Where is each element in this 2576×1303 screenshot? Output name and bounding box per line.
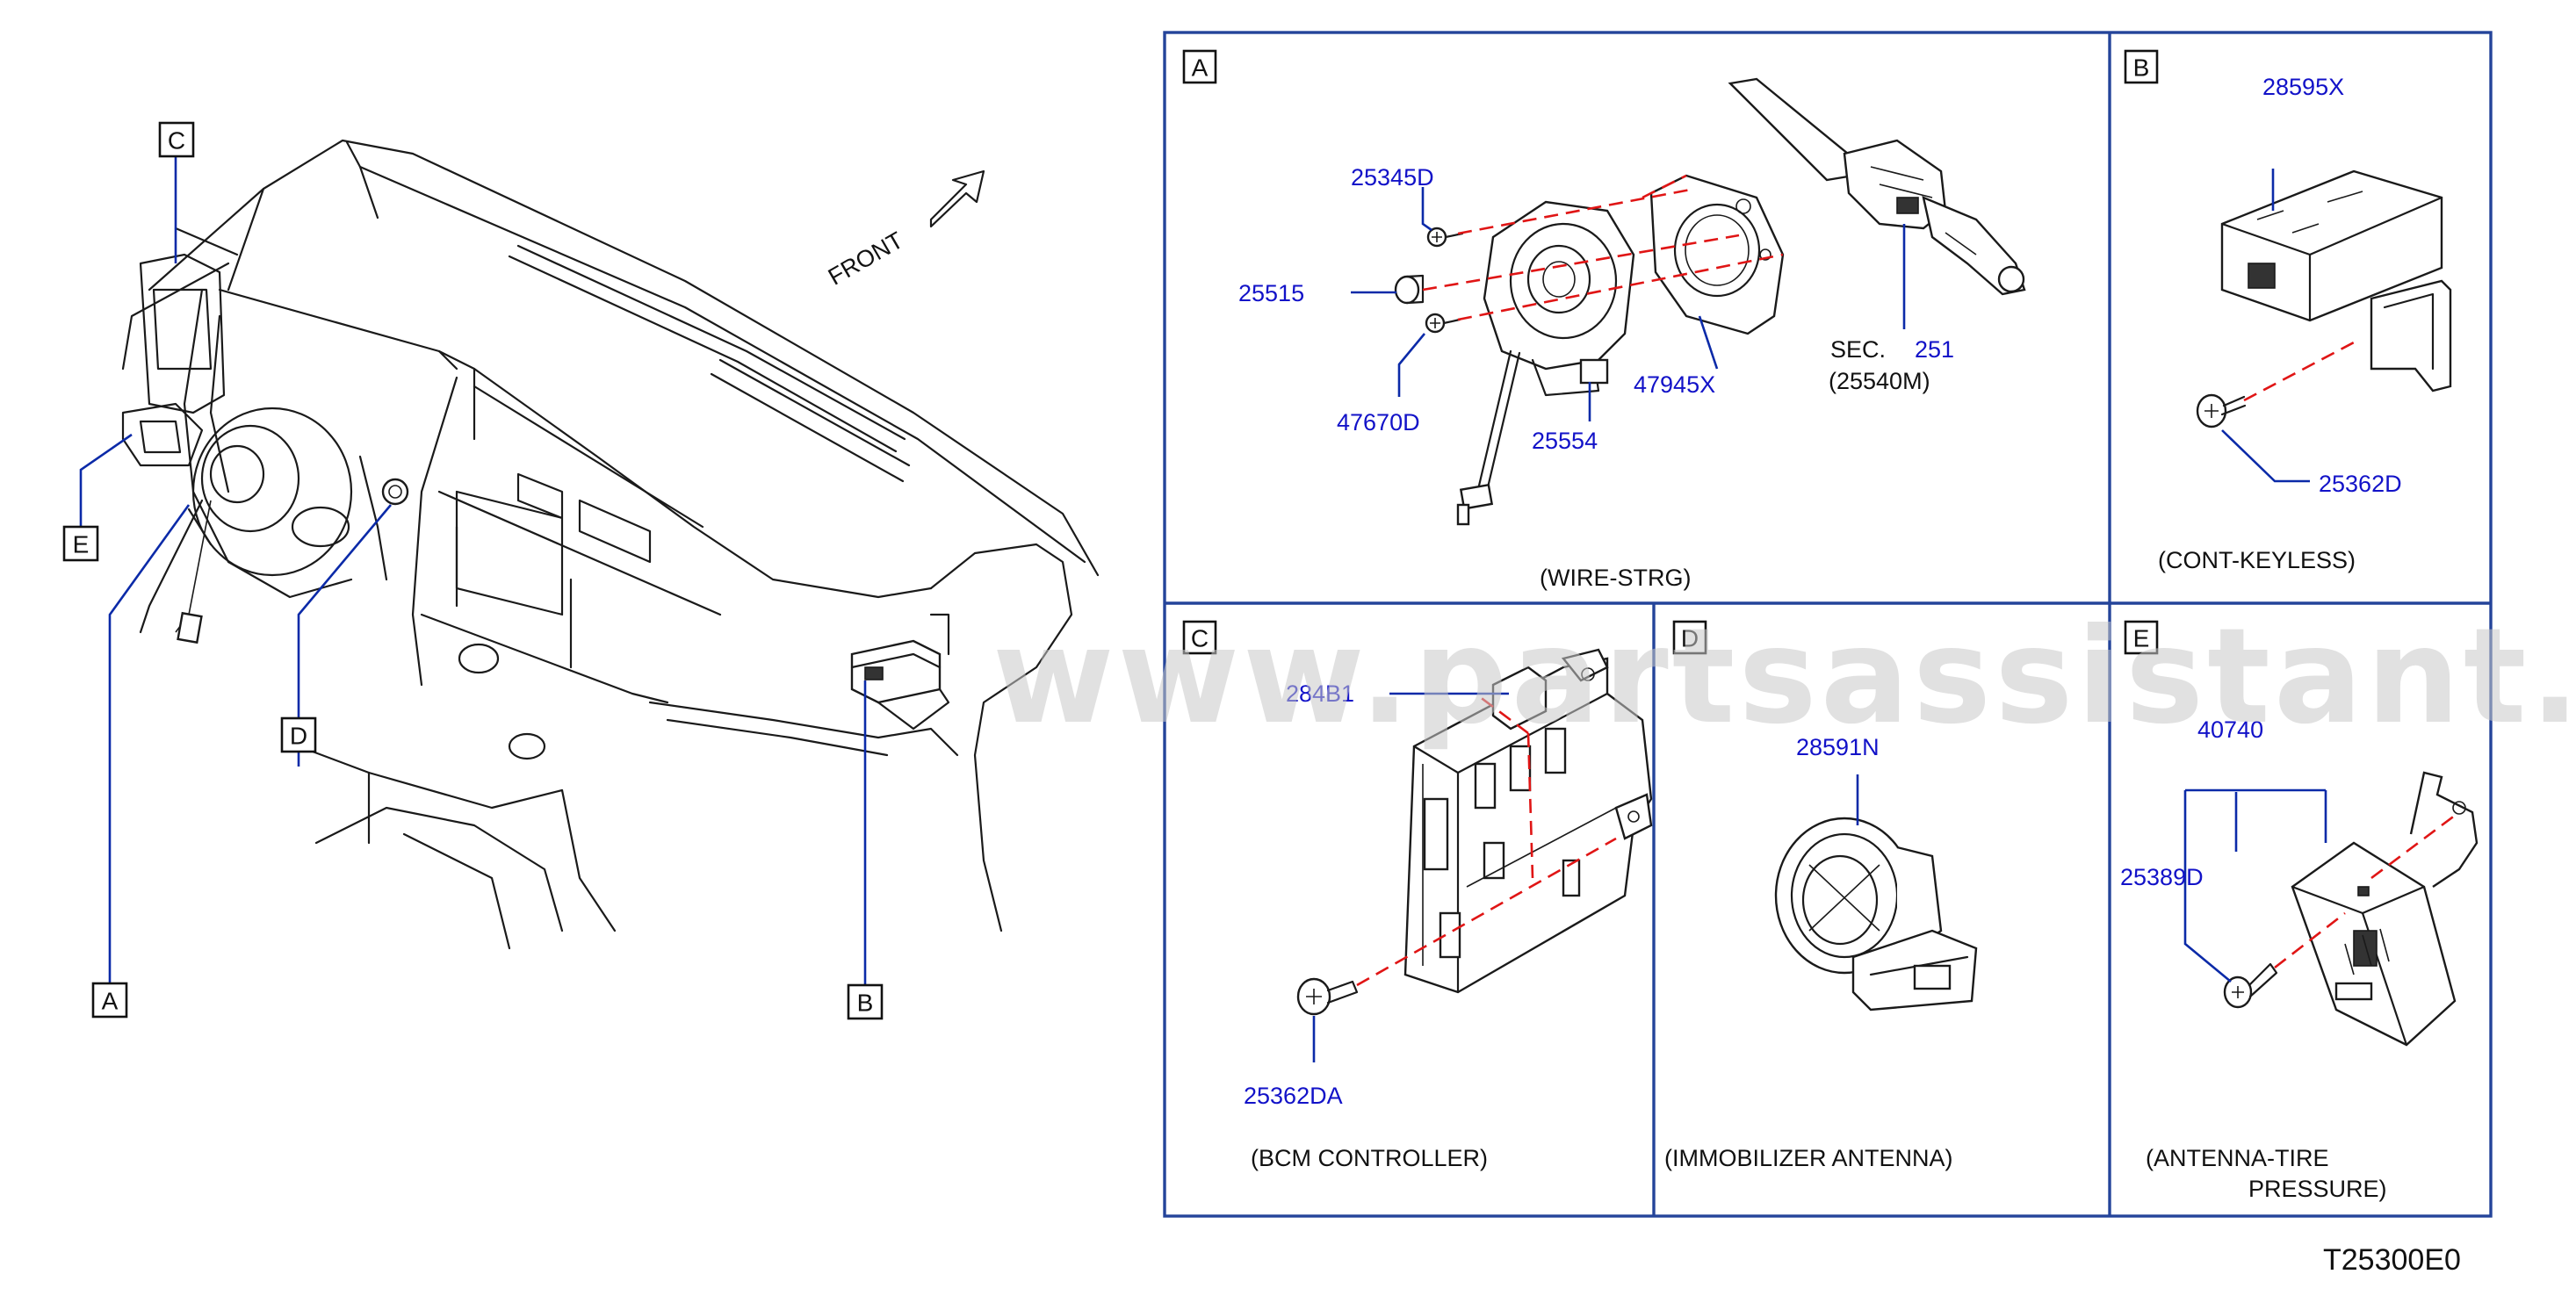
bcm-controller-part [1403,648,1653,994]
part-25515: 25515 [1238,280,1304,306]
overview-callout-b: B [847,983,884,1020]
panel-b-caption: (CONT-KEYLESS) [2158,547,2356,573]
overview-callout-e: E [62,525,99,562]
diagram-code: T25300E0 [2323,1243,2461,1277]
tire-pressure-antenna-part [2291,771,2479,1047]
detail-frame [1163,31,2493,1218]
overview-leaders [79,154,867,987]
panel-e-letter: E [2133,625,2150,652]
svg-text:E: E [73,531,90,558]
screw-25362da [1296,977,1359,1016]
part-284b1: 284B1 [1286,680,1354,707]
part-47945x: 47945X [1634,371,1715,398]
svg-text:D: D [290,723,307,750]
part-25389d: 25389D [2120,864,2204,890]
section-subpart: (25540M) [1829,368,1930,394]
watermark: www.partsassistant.com [992,601,2576,753]
part-28595x: 28595X [2262,74,2344,100]
cap-25515 [1394,274,1425,305]
part-47670d: 47670D [1337,409,1420,436]
panel-e-caption-line1: (ANTENNA-TIRE [2146,1145,2329,1171]
overview-callout-c: C [158,121,195,158]
panel-d-letter: D [1681,625,1699,652]
panel-c-caption: (BCM CONTROLLER) [1251,1145,1488,1171]
panel-b-letter: B [2133,54,2150,82]
screw-47670d [1425,313,1461,334]
part-25362da: 25362DA [1244,1083,1343,1109]
panel-d-caption: (IMMOBILIZER ANTENNA) [1664,1145,1953,1171]
screw-25389d [2223,962,2278,1009]
part-25554: 25554 [1532,428,1598,454]
immobilizer-antenna-part [1774,817,1978,1011]
panel-d: D 28591N (IMMOBILIZER ANTENNA) [1664,620,1978,1171]
overview-callout-d: D [280,716,317,753]
panel-b: B 28595X 25362D (CONT-KEYLESS) [2124,49,2452,573]
svg-text:B: B [857,990,874,1017]
steering-angle-sensor-part [1649,174,1785,335]
part-25345d: 25345D [1351,164,1434,191]
panel-e-caption-line2: PRESSURE) [2248,1176,2387,1202]
panel-c-letter: C [1191,625,1209,652]
part-40740: 40740 [2197,716,2263,743]
keyless-controller-part [2220,169,2452,392]
front-direction-arrow: FRONT [824,169,985,291]
overview-callout-a: A [91,982,128,1019]
panel-c: C 284B1 25362 [1182,620,1653,1171]
part-28591n: 28591N [1796,734,1880,760]
dashboard-overview [121,139,1100,950]
panel-a-letter: A [1192,54,1209,82]
screw-25362d [2196,393,2247,428]
part-25362d: 25362D [2319,471,2402,497]
clock-spring-part [1456,200,1635,526]
panel-a: A [1182,49,2026,591]
screw-25345d [1426,227,1464,248]
front-label: FRONT [824,227,908,290]
svg-text:C: C [168,127,185,155]
panel-a-caption: (WIRE-STRG) [1540,565,1691,591]
combination-switch-part [1728,77,2026,296]
section-prefix: SEC. [1830,336,1886,363]
svg-text:A: A [102,988,119,1015]
section-number: 251 [1915,336,1954,363]
panel-e: E 40740 25389D (ANTENNA-TIRE PRESSURE) [2120,620,2479,1202]
